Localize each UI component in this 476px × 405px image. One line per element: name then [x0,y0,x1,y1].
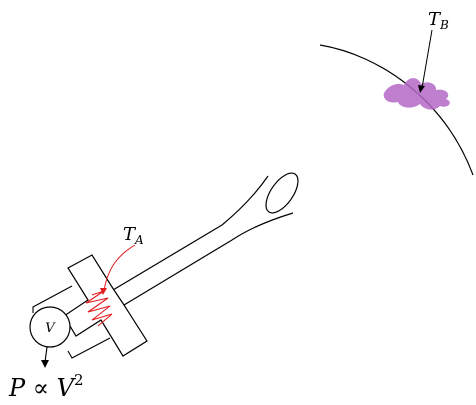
power-formula: P ∝ V2 [8,371,84,402]
tb-label: TB [428,9,449,32]
waveguide-lower-wall [123,239,233,306]
ta-label: TA [123,224,144,247]
horn-flare-lower [231,212,294,241]
heater-resistor [85,290,113,327]
voltmeter-label: V [45,321,56,336]
hotspot-blob [383,78,450,110]
circuit-wire-lower [67,337,111,359]
voltmeter-icon [29,306,71,348]
output-arrow-line [44,346,48,363]
waveguide-upper-wall [112,224,223,291]
horn-mouth [265,172,299,214]
circuit-wire-upper [32,285,73,313]
distant-surface-arc [319,44,474,176]
output-arrowhead [41,360,49,368]
detector-mount [63,254,148,357]
horn-flare-upper [221,175,269,226]
tb-pointer-arrowhead [418,85,425,93]
ta-pointer-curve [103,244,136,291]
ta-pointer-arrowhead [100,288,107,295]
tb-pointer-line [421,29,433,89]
horn-antenna [112,172,299,306]
